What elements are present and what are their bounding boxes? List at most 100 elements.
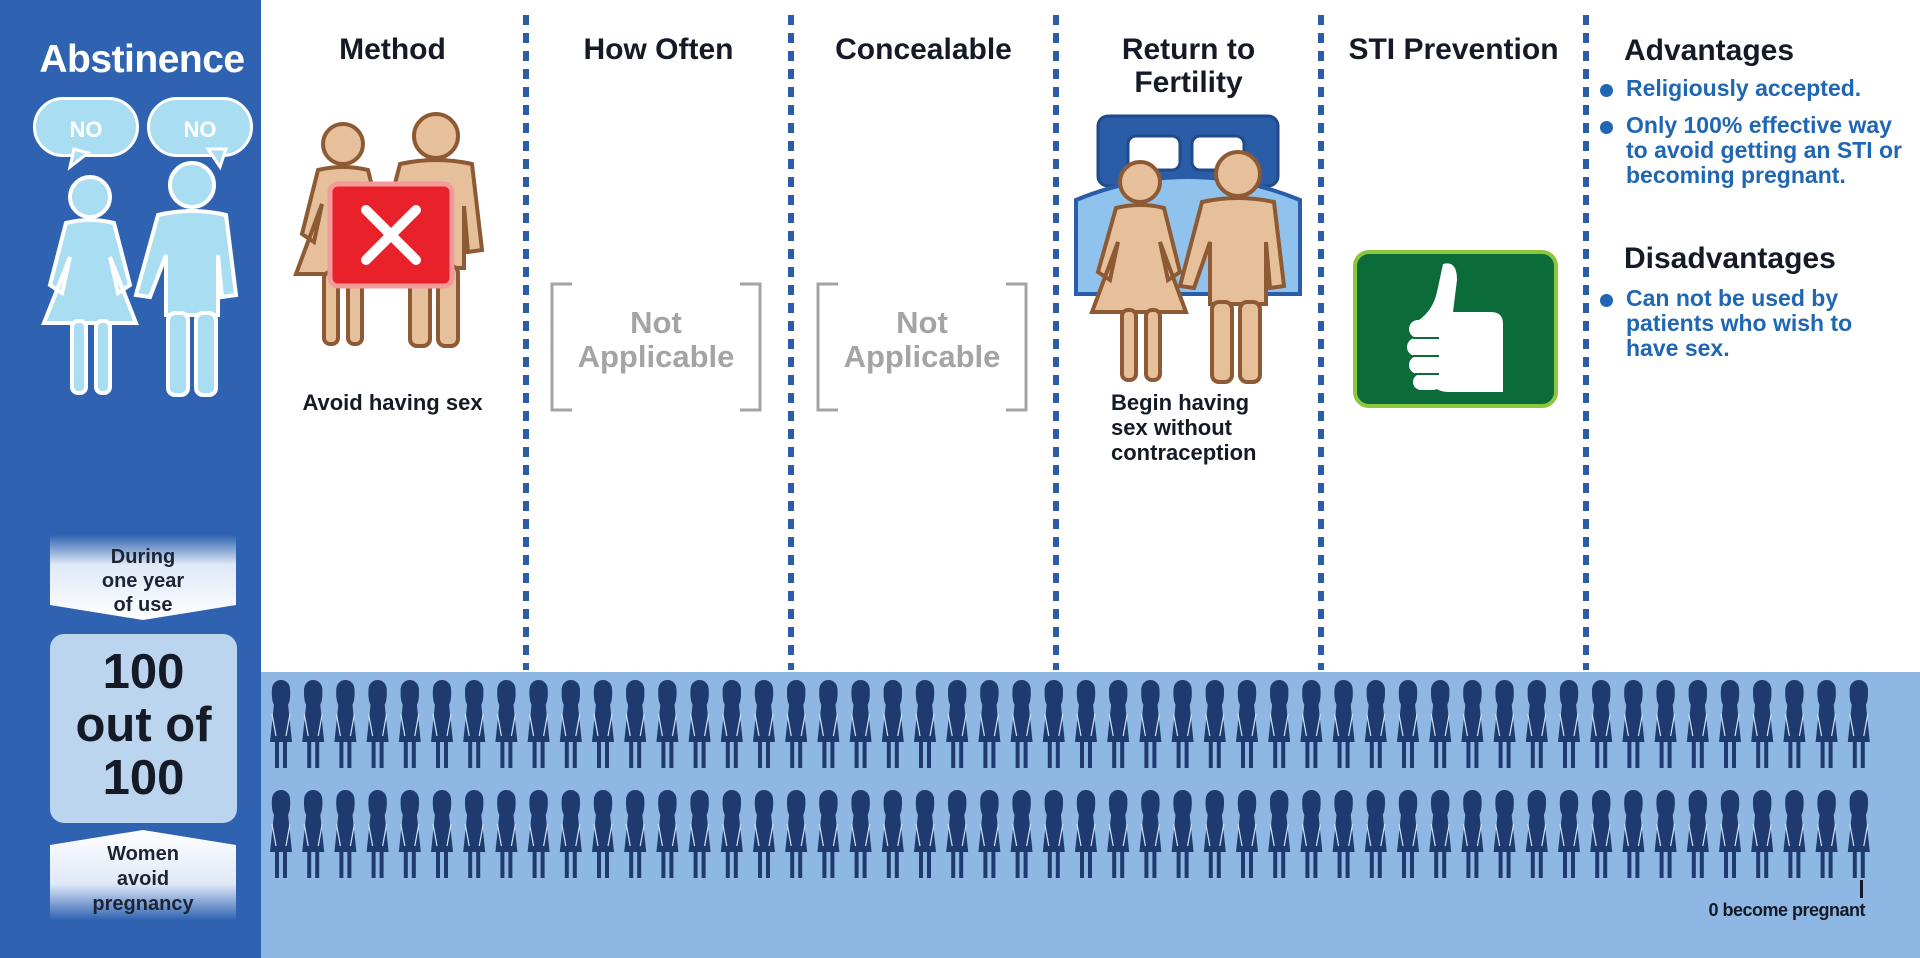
woman-icon <box>1203 680 1226 768</box>
fertility-caption-line-1: Begin having <box>1111 390 1250 415</box>
woman-icon <box>1622 790 1645 878</box>
woman-icon <box>881 790 904 878</box>
woman-icon <box>753 790 775 878</box>
woman-icon <box>1042 790 1065 878</box>
advantages-heading: Advantages <box>1624 34 1795 67</box>
couple-icon <box>41 147 239 397</box>
woman-icon <box>978 790 1001 878</box>
woman-icon <box>592 790 614 878</box>
woman-icon <box>270 680 292 768</box>
woman-icon <box>559 680 582 768</box>
how-often-line-2: Applicable <box>577 339 735 374</box>
woman-icon <box>1590 680 1613 768</box>
woman-icon <box>1815 790 1838 878</box>
concealable-line-1: Not <box>896 305 948 340</box>
woman-icon <box>1461 790 1484 878</box>
woman-icon <box>656 790 679 878</box>
woman-icon <box>946 680 969 768</box>
method-title: Abstinence <box>39 38 245 81</box>
woman-icon <box>881 680 904 768</box>
woman-icon <box>495 790 518 878</box>
women-grid <box>270 680 1870 878</box>
woman-icon <box>302 790 325 878</box>
method-caption: Avoid having sex <box>302 390 483 415</box>
woman-icon <box>431 790 453 878</box>
woman-icon <box>527 680 550 768</box>
outcome-line-3: pregnancy <box>92 893 194 915</box>
woman-icon <box>1654 680 1677 768</box>
column-heading-concealable: Concealable <box>835 33 1012 66</box>
speech-bubble-right: NO <box>147 97 253 157</box>
thumbs-up-icon <box>1353 250 1558 408</box>
fertility-caption-line-2: sex without <box>1111 415 1233 440</box>
woman-icon <box>366 790 389 878</box>
woman-icon <box>1558 790 1580 878</box>
woman-icon <box>1236 680 1258 768</box>
period-line-2: one year <box>101 570 185 592</box>
stat-line-2: out of <box>75 698 212 752</box>
woman-icon <box>463 790 486 878</box>
woman-icon <box>1525 790 1548 878</box>
advantages-list: Religiously accepted. Only 100% effectiv… <box>1598 76 1908 200</box>
pregnant-count-label: 0 become pregnant <box>1708 900 1865 920</box>
woman-icon <box>302 680 325 768</box>
speech-bubble-left: NO <box>33 97 139 157</box>
period-label: During one year of use <box>50 545 236 617</box>
column-heading-fertility: Return to Fertility <box>1059 33 1318 99</box>
stat-line-1: 100 <box>102 645 185 699</box>
woman-icon <box>559 790 582 878</box>
column-heading-sti: STI Prevention <box>1348 33 1559 66</box>
woman-icon <box>1171 790 1194 878</box>
woman-icon <box>1139 680 1162 768</box>
stat-box <box>50 634 237 823</box>
stat-value: 100 out of 100 <box>50 646 237 805</box>
woman-icon <box>270 790 292 878</box>
woman-icon <box>1364 790 1387 878</box>
woman-icon <box>817 680 840 768</box>
woman-icon <box>785 790 808 878</box>
woman-icon <box>1815 680 1838 768</box>
fertility-heading-line-1: Return to <box>1121 33 1256 66</box>
woman-icon <box>1590 790 1613 878</box>
woman-icon <box>1364 680 1387 768</box>
woman-icon <box>1493 680 1516 768</box>
woman-icon <box>1847 680 1870 768</box>
woman-icon <box>1847 790 1870 878</box>
woman-icon <box>463 680 486 768</box>
woman-icon <box>398 680 421 768</box>
woman-icon <box>1783 680 1806 768</box>
woman-icon <box>914 680 936 768</box>
woman-icon <box>1042 680 1065 768</box>
woman-icon <box>334 790 357 878</box>
woman-icon <box>849 680 872 768</box>
no-sex-couple-icon <box>293 112 485 348</box>
woman-icon <box>946 790 969 878</box>
column-divider <box>523 15 529 670</box>
how-often-value: Not Applicable <box>550 306 762 374</box>
outcome-label: Women avoid pregnancy <box>50 842 236 917</box>
woman-icon <box>914 790 936 878</box>
woman-icon <box>1236 790 1258 878</box>
advantage-item: Only 100% effective way to avoid getting… <box>1598 113 1908 188</box>
woman-icon <box>817 790 840 878</box>
woman-icon <box>1332 790 1355 878</box>
woman-icon <box>431 680 453 768</box>
woman-icon <box>785 680 808 768</box>
woman-icon <box>1654 790 1677 878</box>
woman-icon <box>688 680 711 768</box>
woman-icon <box>1751 680 1774 768</box>
column-divider <box>788 15 794 670</box>
woman-icon <box>624 680 647 768</box>
woman-icon <box>1461 680 1484 768</box>
outcome-line-2: avoid <box>116 868 170 890</box>
woman-icon <box>720 680 743 768</box>
woman-icon <box>1525 680 1548 768</box>
woman-icon <box>1075 680 1097 768</box>
pregnancy-marker-tick <box>1860 880 1863 898</box>
bracket-frame <box>550 282 762 412</box>
woman-icon <box>849 790 872 878</box>
fertility-caption: Begin having sex without contraception <box>1111 390 1311 465</box>
advantage-item: Religiously accepted. <box>1598 76 1908 101</box>
column-heading-method: Method <box>339 33 446 66</box>
woman-icon <box>1558 680 1580 768</box>
